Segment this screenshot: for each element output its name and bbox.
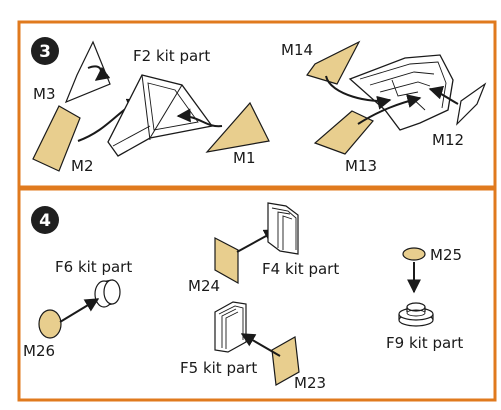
m25-etched-part	[402, 247, 426, 261]
label-m12: M12	[432, 131, 464, 149]
arrow-m14	[325, 75, 392, 110]
step-3-number: 3	[39, 42, 51, 62]
arrow-m23	[240, 333, 281, 357]
label-m1: M1	[233, 149, 256, 167]
m26-etched-part	[38, 309, 62, 339]
arrow-m12	[428, 85, 459, 105]
step-4-frame	[17, 187, 497, 402]
label-m13: M13	[345, 157, 377, 175]
label-m14: M14	[281, 41, 313, 59]
step-4-number: 4	[39, 211, 51, 231]
m1-etched-part	[205, 101, 270, 153]
f4-kit-part	[267, 202, 299, 255]
label-m23: M23	[294, 374, 326, 392]
m3-etched-part	[64, 40, 111, 104]
label-f2: F2 kit part	[133, 47, 210, 65]
label-m26: M26	[23, 342, 55, 360]
arrow-m13	[357, 94, 422, 125]
step-3-frame	[17, 20, 497, 189]
label-f4: F4 kit part	[262, 260, 339, 278]
label-f6: F6 kit part	[55, 258, 132, 276]
label-f5: F5 kit part	[180, 359, 257, 377]
f6-kit-part	[94, 279, 121, 308]
arrow-m3	[87, 65, 111, 81]
m23-etched-part	[271, 336, 300, 386]
f9-kit-part	[398, 302, 434, 327]
m2-etched-part	[32, 105, 81, 172]
m24-etched-part	[214, 237, 239, 285]
label-m24: M24	[188, 277, 220, 295]
arrow-m1	[176, 108, 223, 128]
step-3-badge: 3	[31, 37, 59, 65]
m12-etched-part	[456, 82, 487, 126]
m14-etched-part	[306, 40, 361, 85]
step-4-badge: 4	[31, 206, 59, 234]
label-m2: M2	[71, 157, 94, 175]
label-f9: F9 kit part	[386, 334, 463, 352]
f2-kit-part	[107, 74, 214, 157]
label-m3: M3	[33, 85, 56, 103]
label-m25: M25	[430, 246, 462, 264]
f5-kit-part	[214, 301, 247, 353]
arrow-m26	[59, 298, 100, 323]
m13-etched-part	[313, 110, 374, 155]
wing-assembly	[348, 54, 454, 131]
